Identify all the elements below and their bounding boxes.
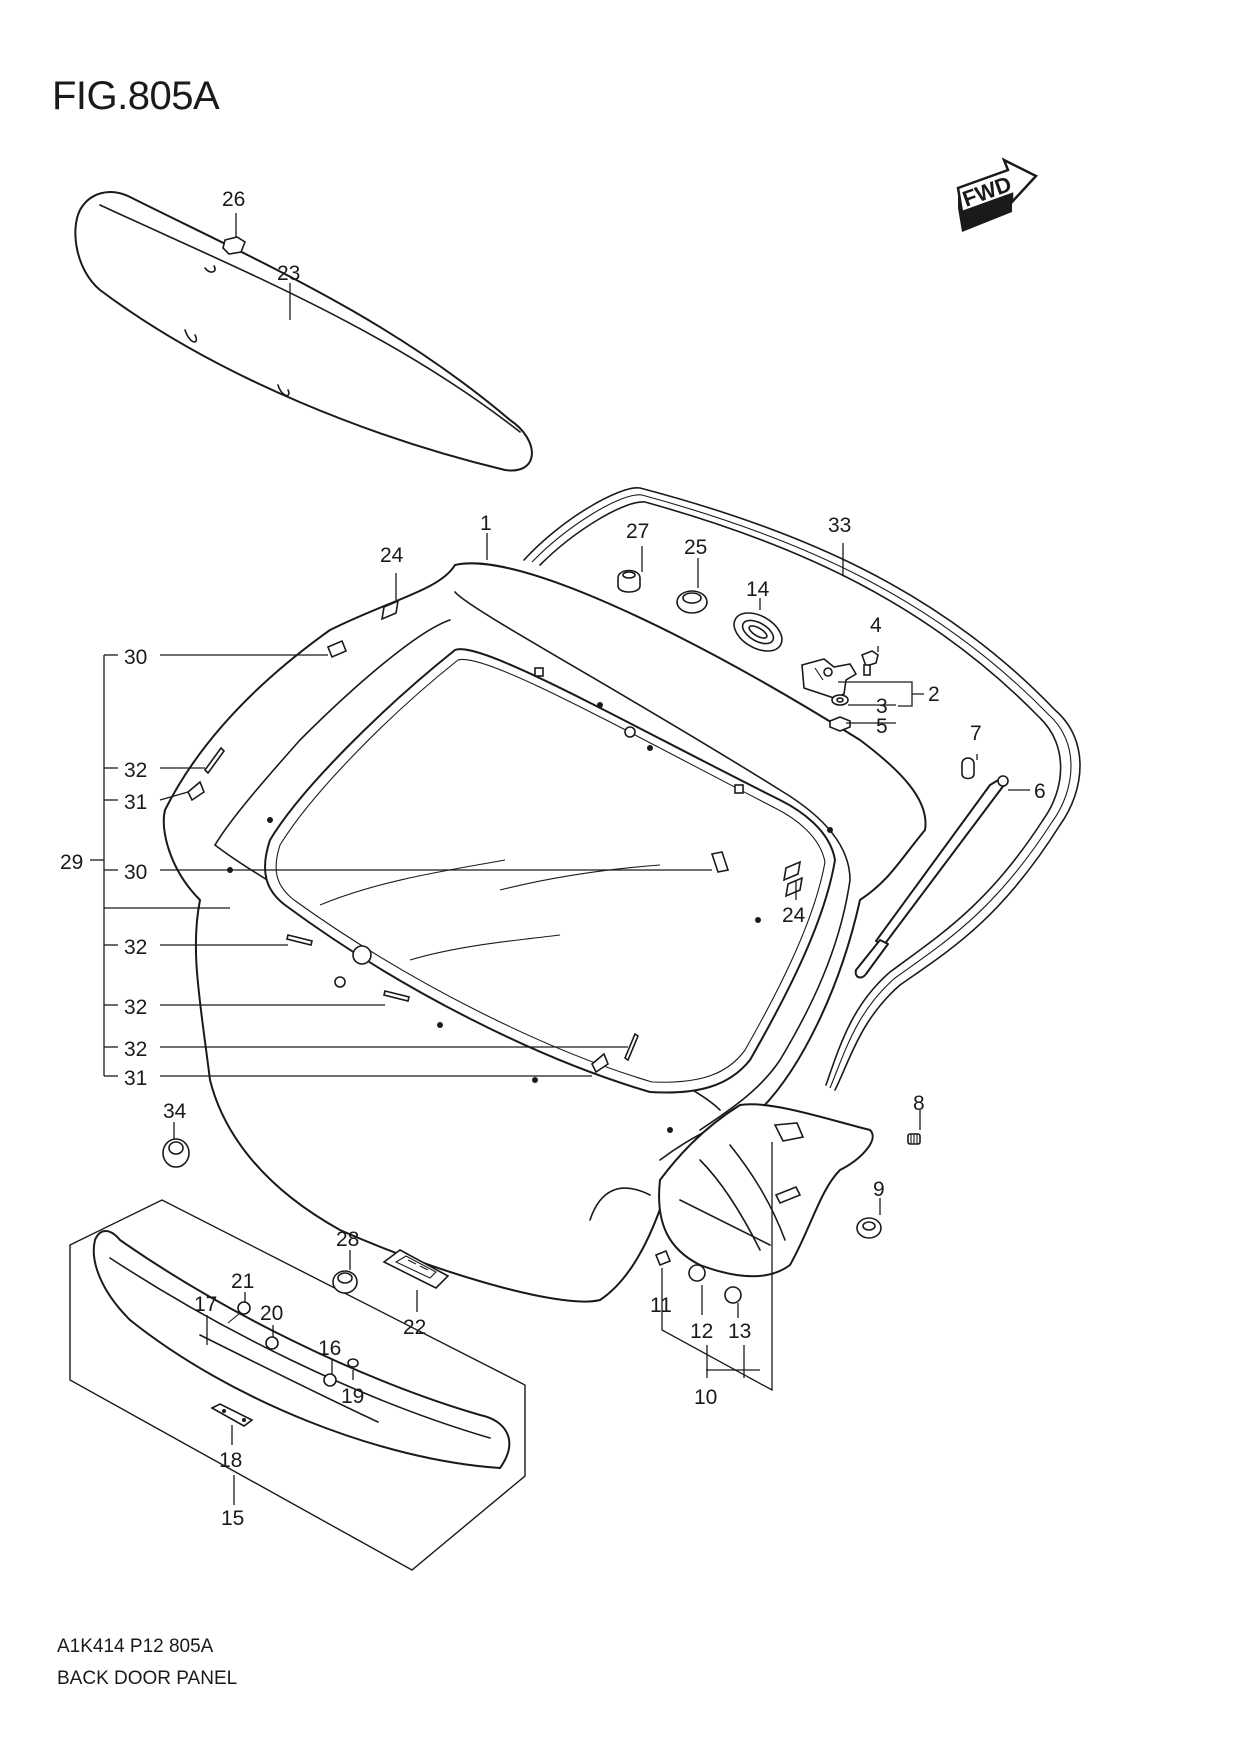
callout-15: 15 [221, 1507, 244, 1530]
part-3-washer-icon [831, 694, 849, 706]
part-34-grommet-icon [162, 1138, 190, 1168]
part-19-washer-icon [347, 1358, 359, 1368]
callout-11: 11 [650, 1294, 672, 1317]
callout-20: 20 [260, 1302, 283, 1325]
callout-3: 3 [876, 695, 888, 718]
callout-1: 1 [480, 512, 492, 535]
part-30-tape-icon [326, 639, 730, 873]
callout-labels: 26 23 1 33 27 25 14 24 4 2 3 5 7 6 24 8 … [60, 188, 1046, 1530]
callout-24-top: 24 [380, 544, 404, 567]
callout-9: 9 [873, 1178, 885, 1201]
callout-12: 12 [690, 1320, 713, 1343]
callout-27: 27 [626, 520, 649, 543]
callout-32-a: 32 [124, 759, 147, 782]
callout-22: 22 [403, 1316, 426, 1339]
part-13-screw-icon [724, 1286, 742, 1304]
callout-30-mid: 30 [124, 861, 147, 884]
part-5-nut-icon [829, 716, 851, 732]
part-7-clip-icon [961, 757, 975, 780]
callout-31-bottom: 31 [124, 1067, 147, 1090]
diagram-code: A1K414 P12 805A [57, 1636, 214, 1657]
callout-23: 23 [277, 262, 300, 285]
callout-13: 13 [728, 1320, 751, 1343]
fwd-arrow-icon: FWD [956, 157, 1039, 232]
callout-29: 29 [60, 851, 83, 874]
part-9-grommet-icon [856, 1217, 882, 1239]
callout-14: 14 [746, 578, 770, 601]
callout-28: 28 [336, 1228, 359, 1251]
callout-26: 26 [222, 188, 245, 211]
callout-2: 2 [928, 683, 940, 706]
part-16-screw-icon [323, 1373, 337, 1387]
callout-8: 8 [913, 1092, 925, 1115]
callout-17: 17 [194, 1293, 217, 1316]
callout-5: 5 [876, 715, 888, 738]
figure-title: FIG.805A [52, 74, 220, 118]
part-8-bolt-icon [907, 1133, 921, 1145]
back-door-weatherstrip [523, 487, 1081, 1091]
callout-32-b: 32 [124, 936, 147, 959]
garnish-group-box [69, 1199, 526, 1571]
spoiler-clip-icon [222, 236, 246, 255]
callout-7: 7 [970, 722, 982, 745]
part-2-hinge-icon [801, 658, 858, 699]
part-31-tape-icon [187, 780, 609, 1074]
callout-4: 4 [870, 614, 882, 637]
inner-trim-bracket [658, 1103, 874, 1278]
part-27-clip-icon [617, 569, 641, 593]
callout-16: 16 [318, 1337, 341, 1360]
part-28-grommet-icon [332, 1270, 358, 1294]
callout-24-right: 24 [782, 904, 806, 927]
callout-25: 25 [684, 536, 707, 559]
part-20-nut-icon [265, 1336, 279, 1350]
callout-18: 18 [219, 1449, 242, 1472]
part-12-screw-icon [688, 1264, 706, 1282]
callout-32-c: 32 [124, 996, 147, 1019]
part-25-grommet-icon [676, 590, 708, 614]
gas-strut [854, 775, 1009, 979]
callout-33: 33 [828, 514, 851, 537]
part-18-bracket-icon [210, 1403, 254, 1427]
part-14-grommet-icon [733, 612, 783, 652]
callout-19: 19 [341, 1385, 364, 1408]
rear-spoiler [74, 191, 533, 472]
diagram-name: BACK DOOR PANEL [57, 1668, 238, 1689]
part-32-tape-icon [203, 746, 639, 1062]
callout-30-top: 30 [124, 646, 147, 669]
callout-34: 34 [163, 1100, 187, 1123]
leader-lines [90, 213, 1030, 1505]
callout-6: 6 [1034, 780, 1046, 803]
part-11-clip-icon [654, 1249, 672, 1267]
callout-10: 10 [694, 1386, 717, 1409]
part-24-tape-icon [380, 599, 804, 898]
callout-21: 21 [231, 1270, 254, 1293]
callout-31-top: 31 [124, 791, 147, 814]
part-21-screw-icon [227, 1301, 251, 1324]
callout-32-d: 32 [124, 1038, 147, 1061]
part-4-bolt-icon [860, 650, 879, 676]
part-22-license-lamp-icon [382, 1249, 450, 1289]
